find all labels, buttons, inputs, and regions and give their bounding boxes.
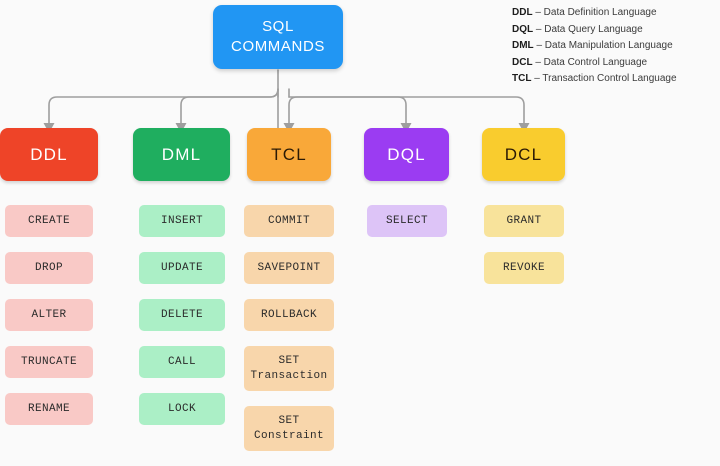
category-header-ddl[interactable]: DDL <box>0 128 98 181</box>
category-column-dql: DQL SELECT <box>364 128 449 252</box>
legend-description: – Data Definition Language <box>532 7 657 18</box>
command-item[interactable]: SET Transaction <box>244 346 334 391</box>
command-item[interactable]: GRANT <box>484 205 564 237</box>
legend-abbr: DML <box>512 40 534 51</box>
legend-row: DCL – Data Control Language <box>512 55 717 72</box>
legend-abbr: DCL <box>512 56 533 68</box>
command-item[interactable]: ROLLBACK <box>244 299 334 331</box>
command-item[interactable]: RENAME <box>5 393 93 425</box>
category-column-tcl: TCL COMMIT SAVEPOINT ROLLBACK SET Transaction… <box>244 128 334 466</box>
command-item[interactable]: COMMIT <box>244 205 334 237</box>
legend-row: DQL – Data Query Language <box>512 22 717 39</box>
command-item-label: SAVEPOINT <box>257 261 321 274</box>
legend-description: – Data Manipulation Language <box>533 40 673 51</box>
legend-description: – Data Control Language <box>532 56 648 68</box>
connector-to-dcl <box>288 96 525 129</box>
command-item-label: RENAME <box>27 402 70 415</box>
legend-abbr: TCL <box>512 73 532 84</box>
category-column-dcl: DCL GRANT REVOKE <box>482 128 565 299</box>
command-item[interactable]: TRUNCATE <box>5 346 93 378</box>
command-item-label: COMMIT <box>267 214 310 227</box>
command-item[interactable]: LOCK <box>139 393 225 425</box>
legend-row: DML – Data Manipulation Language <box>512 38 717 55</box>
legend-row: DDL – Data Definition Language <box>512 5 717 22</box>
command-item[interactable]: CALL <box>139 346 225 378</box>
legend-abbr: DQL <box>512 23 534 35</box>
command-item-label: ROLLBACK <box>260 308 317 321</box>
command-item-label: CALL <box>167 355 196 368</box>
command-item[interactable]: DROP <box>5 252 93 284</box>
category-header-dml[interactable]: DML <box>133 128 230 181</box>
category-column-dml: DML INSERT UPDATE DELETE CALL LOCK <box>133 128 230 440</box>
legend-description: – Transaction Control Language <box>531 73 677 84</box>
connector-to-dql <box>288 96 407 129</box>
command-item[interactable]: DELETE <box>139 299 225 331</box>
command-item[interactable]: SELECT <box>367 205 447 237</box>
category-header-tcl[interactable]: TCL <box>247 128 331 181</box>
legend-description: – Data Query Language <box>533 23 643 35</box>
command-item-label: CREATE <box>27 214 70 227</box>
connector-to-ddl <box>48 88 279 129</box>
command-list-dql: SELECT <box>364 205 449 237</box>
connector-to-dml <box>180 88 279 129</box>
legend-row: TCL – Transaction Control Language <box>512 71 717 88</box>
command-item[interactable]: REVOKE <box>484 252 564 284</box>
command-item[interactable]: ALTER <box>5 299 93 331</box>
command-item[interactable]: INSERT <box>139 205 225 237</box>
command-item[interactable]: UPDATE <box>139 252 225 284</box>
root-title-line-1: SQL <box>262 18 294 35</box>
command-item[interactable]: SET Constraint <box>244 406 334 451</box>
command-list-dml: INSERT UPDATE DELETE CALL LOCK <box>133 205 230 425</box>
command-item[interactable]: SAVEPOINT <box>244 252 334 284</box>
command-item-label: GRANT <box>506 214 542 227</box>
category-column-ddl: DDL CREATE DROP ALTER TRUNCATE RENAME <box>0 128 98 440</box>
command-item-label: Transaction <box>250 369 328 382</box>
command-item[interactable]: CREATE <box>5 205 93 237</box>
command-item-label: DELETE <box>160 308 203 321</box>
sql-commands-diagram: SQL COMMANDS DDL – Data Definition Langu… <box>0 5 717 451</box>
command-item-label: DROP <box>34 261 63 274</box>
category-header-dql[interactable]: DQL <box>364 128 449 181</box>
command-item-label: INSERT <box>160 214 203 227</box>
root-title-line-2: COMMANDS <box>231 38 325 55</box>
category-header-dcl[interactable]: DCL <box>482 128 565 181</box>
command-item-label: ALTER <box>31 308 67 321</box>
command-item-label: SELECT <box>385 214 428 227</box>
command-item-label: TRUNCATE <box>20 355 77 368</box>
command-item-label: LOCK <box>167 402 196 415</box>
command-item-label: SET <box>278 414 300 427</box>
command-item-label: REVOKE <box>502 261 545 274</box>
legend-abbr: DDL <box>512 7 533 18</box>
root-node-sql-commands[interactable]: SQL COMMANDS <box>213 5 343 69</box>
command-item-label: Constraint <box>253 429 324 442</box>
command-item-label: SET <box>278 354 300 367</box>
command-list-ddl: CREATE DROP ALTER TRUNCATE RENAME <box>0 205 98 425</box>
command-item-label: UPDATE <box>160 261 203 274</box>
command-list-dcl: GRANT REVOKE <box>482 205 565 284</box>
